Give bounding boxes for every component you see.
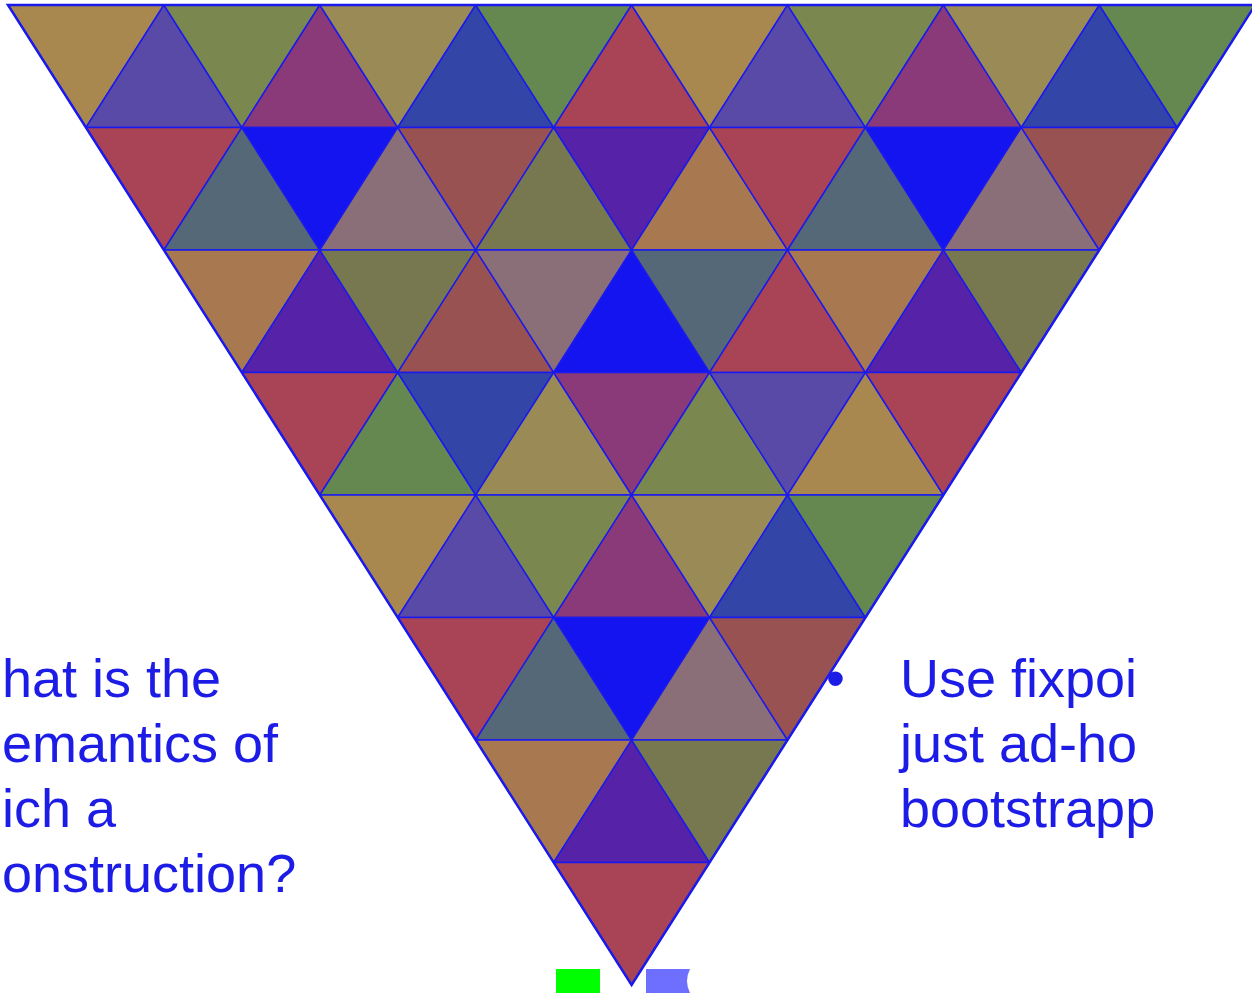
mosaic-triangle — [788, 495, 944, 618]
mosaic-triangle — [865, 373, 1021, 496]
slide-text: Use fixpoi — [900, 646, 1137, 710]
bullet: • — [826, 646, 845, 710]
slide-text: ich a — [2, 776, 116, 840]
triangle-grid — [8, 5, 1252, 985]
mosaic-outline — [8, 5, 1252, 985]
mosaic-triangle — [632, 740, 788, 863]
green-marker — [556, 969, 600, 993]
mosaic-triangle — [1099, 5, 1252, 128]
mosaic-triangle — [710, 618, 866, 741]
mosaic-triangle — [943, 250, 1099, 373]
mosaic-triangle — [554, 863, 710, 986]
slide-text: emantics of — [2, 711, 278, 775]
slide-text: bootstrapp — [900, 776, 1155, 840]
blue-marker — [646, 969, 690, 993]
mosaic-triangle — [1021, 128, 1177, 251]
slide-text: hat is the — [2, 646, 221, 710]
slide-text: onstruction? — [2, 841, 296, 905]
slide-text: just ad-ho — [900, 711, 1137, 775]
